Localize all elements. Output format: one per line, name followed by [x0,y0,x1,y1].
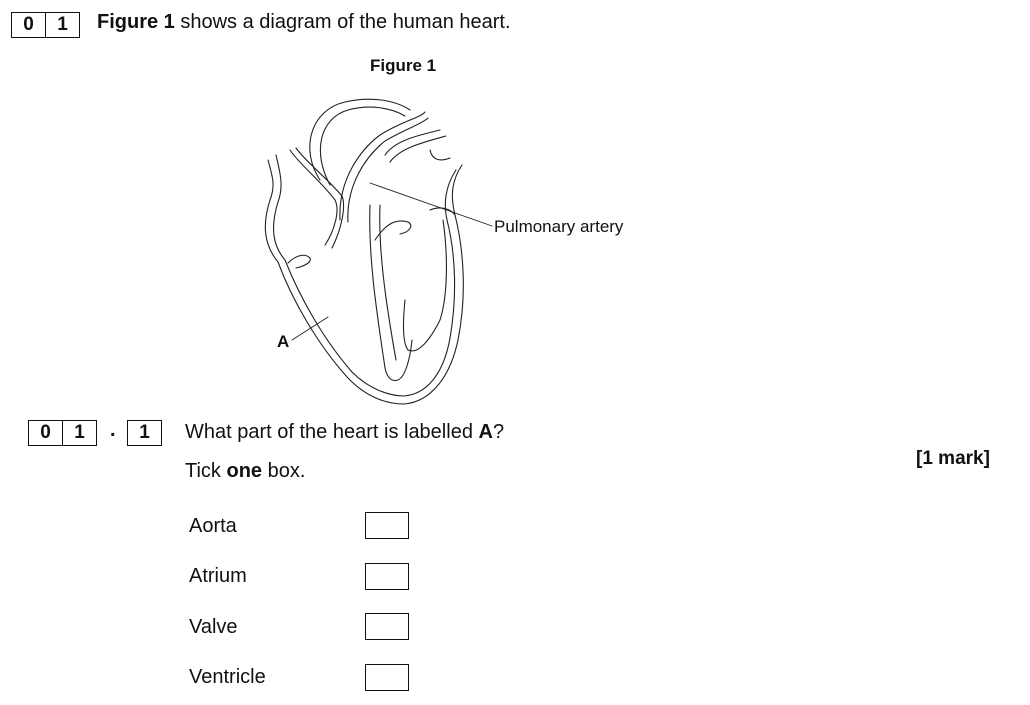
subquestion-number-box: 0 1 [28,420,97,446]
question-intro: Figure 1 shows a diagram of the human he… [97,11,511,34]
option-aorta-label: Aorta [189,515,237,537]
option-atrium-label: Atrium [189,565,247,587]
instruction-text: Tick [185,460,227,482]
subquestion-part-box: 1 [127,420,162,446]
subquestion-text-end: ? [492,421,505,443]
subquestion-digit: 1 [62,421,96,445]
question-digit: 0 [23,14,34,35]
subquestion-digit: 0 [40,422,51,443]
instruction-bold: one [226,460,263,482]
option-atrium-tickbox[interactable] [365,563,409,590]
intro-text: shows a diagram of the human heart. [174,11,511,33]
subquestion-separator: . [110,419,116,441]
option-valve-tickbox[interactable] [365,613,409,640]
subquestion-text: What part of the heart is labelled A? [185,421,504,444]
subquestion-part-digit: 1 [139,422,150,443]
option-valve-label: Valve [189,616,238,638]
figure-title: Figure 1 [370,56,437,75]
question-number-box: 0 1 [11,12,80,38]
subquestion-text-part: What part of the heart is labelled [185,421,479,443]
tick-instruction: Tick one box. [185,460,305,483]
instruction-text-end: box. [262,460,306,482]
option-ventricle-label: Ventricle [189,666,266,688]
option-aorta-tickbox[interactable] [365,512,409,539]
label-a: A [277,332,290,351]
pulmonary-artery-label: Pulmonary artery [494,217,624,236]
question-digit: 1 [45,13,79,37]
marks-label: [1 mark] [916,448,990,469]
heart-diagram [264,98,493,405]
subquestion-text-bold: A [478,421,493,443]
figure-reference: Figure 1 [97,11,175,33]
option-ventricle-tickbox[interactable] [365,664,409,691]
